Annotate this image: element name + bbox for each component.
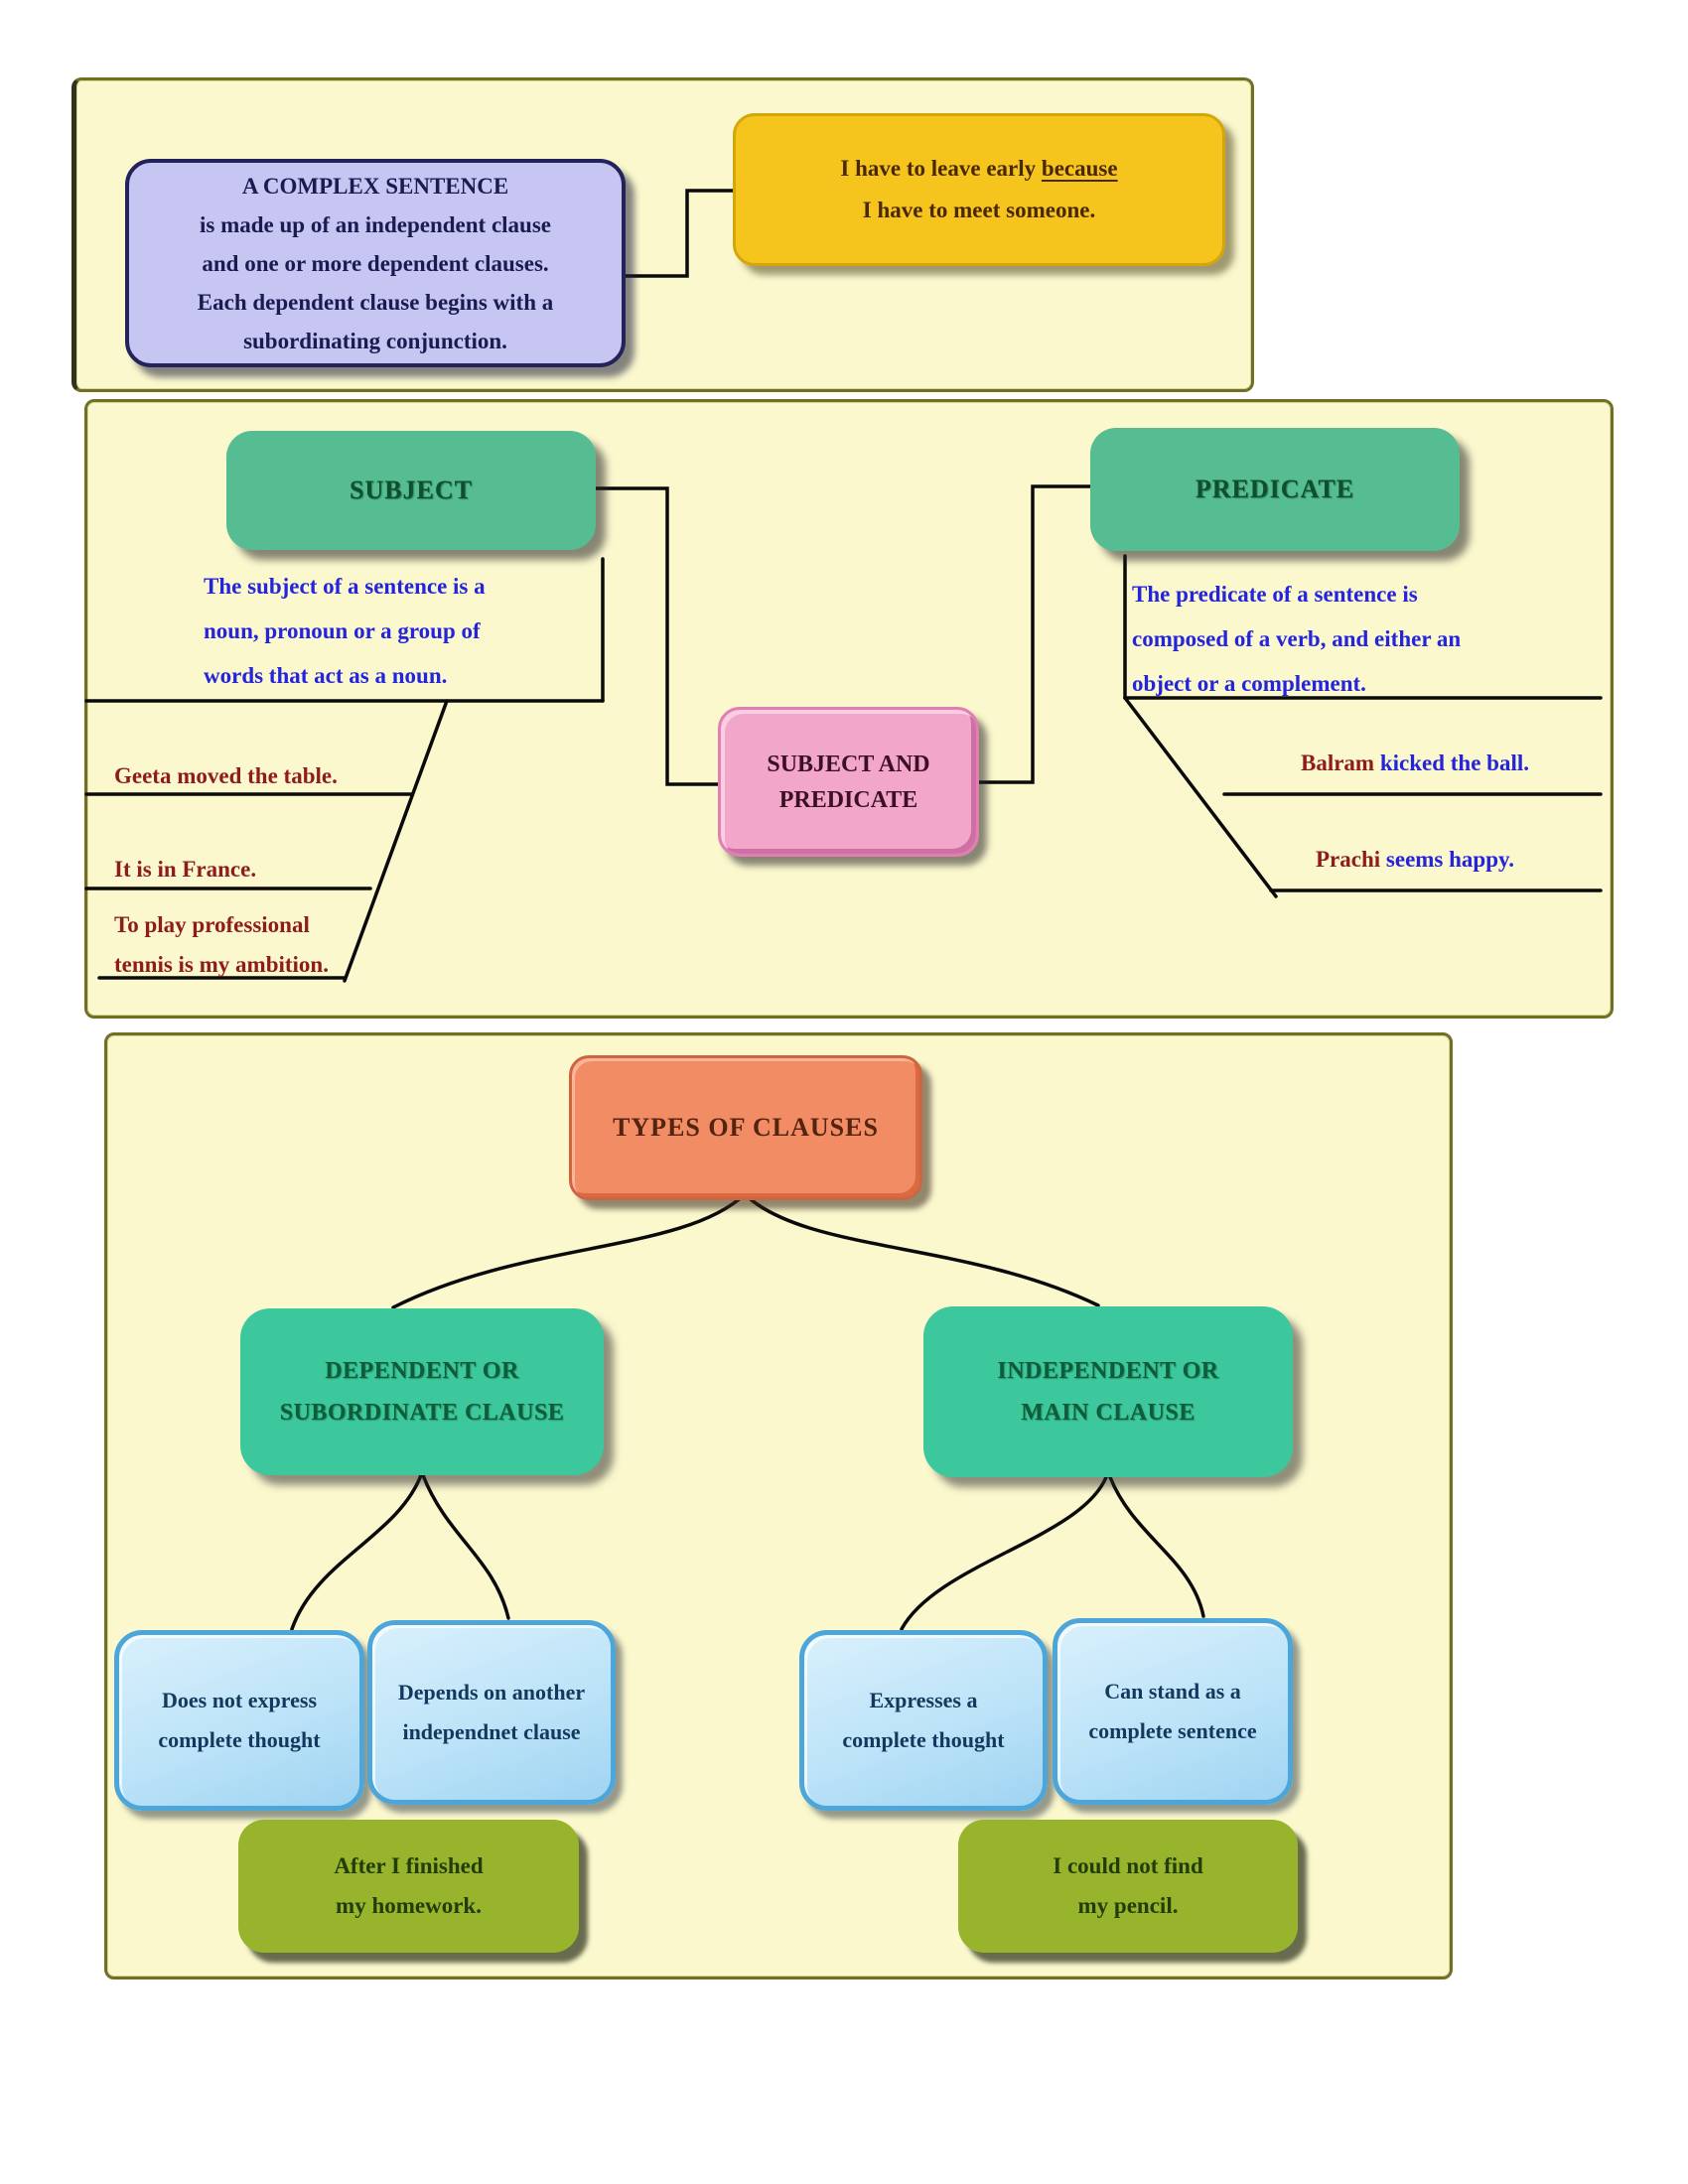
example-line-2: I have to meet someone. bbox=[862, 198, 1096, 222]
definition-line: A COMPLEX SENTENCE bbox=[241, 173, 509, 199]
example-line-1: I have to leave early because bbox=[840, 148, 1117, 190]
subject-label: SUBJECT bbox=[349, 476, 474, 504]
complex-sentence-example-box: I have to leave early because I have to … bbox=[733, 113, 1225, 266]
dependent-example-box: After I finished my homework. bbox=[238, 1820, 579, 1953]
underlined-conjunction: because bbox=[1041, 156, 1118, 181]
definition-line: is made up of an independent clause bbox=[199, 211, 551, 237]
subject-box: SUBJECT bbox=[226, 431, 596, 550]
dependent-label-line: DEPENDENT OR bbox=[325, 1358, 519, 1384]
example-subject-word: Prachi bbox=[1316, 847, 1381, 872]
subject-example-3-line: tennis is my ambition. bbox=[114, 952, 329, 977]
example-subject-word: Balram bbox=[1300, 751, 1375, 775]
trait-line: Depends on another bbox=[397, 1680, 586, 1705]
predicate-definition-line: object or a complement. bbox=[1132, 671, 1366, 696]
example-predicate-words: seems happy. bbox=[1380, 847, 1514, 872]
independent-example-line: I could not find bbox=[1053, 1853, 1203, 1878]
predicate-definition-line: The predicate of a sentence is bbox=[1132, 582, 1418, 607]
types-of-clauses-box: TYPES OF CLAUSES bbox=[569, 1055, 922, 1200]
dependent-example-line: After I finished bbox=[334, 1853, 484, 1878]
center-label-line: PREDICATE bbox=[778, 786, 918, 813]
subject-definition-line: The subject of a sentence is a bbox=[204, 574, 486, 599]
subject-and-predicate-box: SUBJECT AND PREDICATE bbox=[718, 707, 979, 857]
predicate-box: PREDICATE bbox=[1090, 428, 1460, 551]
dependent-trait-1-box: Does not express complete thought bbox=[114, 1630, 364, 1811]
predicate-label: PREDICATE bbox=[1195, 475, 1355, 503]
trait-line: complete thought bbox=[842, 1727, 1005, 1752]
dependent-trait-2-box: Depends on another independnet clause bbox=[367, 1620, 616, 1805]
subject-definition-line: noun, pronoun or a group of bbox=[204, 618, 481, 643]
definition-line: subordinating conjunction. bbox=[243, 328, 507, 353]
definition-line: and one or more dependent clauses. bbox=[202, 250, 549, 276]
independent-clause-box: INDEPENDENT OR MAIN CLAUSE bbox=[923, 1306, 1293, 1477]
subject-example-2: It is in France. bbox=[114, 857, 257, 882]
independent-label-line: INDEPENDENT OR bbox=[997, 1358, 1219, 1384]
independent-label-line: MAIN CLAUSE bbox=[1021, 1400, 1196, 1426]
predicate-definition-text: The predicate of a sentence is composed … bbox=[1132, 572, 1599, 706]
dependent-clause-box: DEPENDENT OR SUBORDINATE CLAUSE bbox=[240, 1308, 604, 1475]
types-of-clauses-label: TYPES OF CLAUSES bbox=[613, 1113, 879, 1142]
subject-example-3: To play professional tennis is my ambiti… bbox=[114, 905, 329, 985]
trait-line: Expresses a bbox=[869, 1688, 978, 1712]
trait-line: complete thought bbox=[158, 1727, 321, 1752]
example-text: I have to leave early bbox=[840, 156, 1042, 181]
independent-example-line: my pencil. bbox=[1077, 1893, 1179, 1918]
subject-definition-line: words that act as a noun. bbox=[204, 663, 448, 688]
dependent-label-line: SUBORDINATE CLAUSE bbox=[279, 1400, 565, 1426]
subject-example-3-line: To play professional bbox=[114, 912, 310, 937]
trait-line: complete sentence bbox=[1088, 1718, 1257, 1743]
predicate-example-2: Prachi seems happy. bbox=[1231, 847, 1599, 873]
subject-definition-text: The subject of a sentence is a noun, pro… bbox=[204, 564, 621, 698]
example-predicate-words: kicked the ball. bbox=[1374, 751, 1530, 775]
trait-line: Does not express bbox=[161, 1688, 318, 1712]
complex-sentence-definition-box: A COMPLEX SENTENCE is made up of an inde… bbox=[125, 159, 626, 367]
independent-trait-1-box: Expresses a complete thought bbox=[799, 1630, 1048, 1811]
dependent-example-line: my homework. bbox=[336, 1893, 482, 1918]
predicate-example-1: Balram kicked the ball. bbox=[1231, 751, 1599, 776]
independent-trait-2-box: Can stand as a complete sentence bbox=[1053, 1618, 1293, 1805]
independent-example-box: I could not find my pencil. bbox=[958, 1820, 1298, 1953]
subject-example-1: Geeta moved the table. bbox=[114, 763, 338, 788]
predicate-definition-line: composed of a verb, and either an bbox=[1132, 626, 1462, 651]
center-label-line: SUBJECT AND bbox=[767, 751, 930, 777]
trait-line: independnet clause bbox=[402, 1719, 581, 1744]
trait-line: Can stand as a bbox=[1104, 1679, 1241, 1704]
definition-line: Each dependent clause begins with a bbox=[197, 289, 554, 315]
